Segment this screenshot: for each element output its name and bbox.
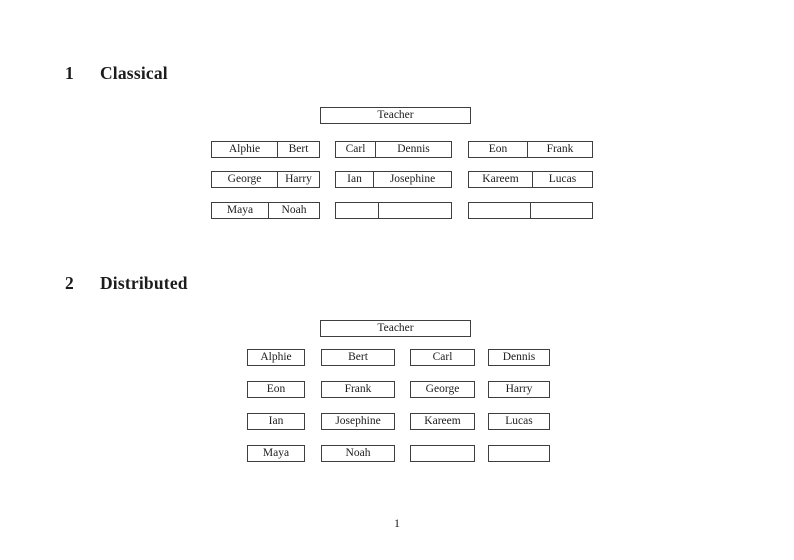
seat-box: Noah [321,445,395,462]
seat-cell: Lucas [548,172,577,185]
section-number: 1 [65,63,74,83]
seat-box: Eon [247,381,305,398]
seat-box: Ian [247,413,305,430]
page-number: 1 [394,516,400,530]
seat-box: Bert [321,349,395,366]
seat-cell: Alphie [212,142,278,157]
seat-cell: Carl [336,142,376,157]
seat-box-empty [410,445,475,462]
desk: Alphie Bert [211,141,320,158]
desk: George Harry [211,171,320,188]
seat-box: Frank [321,381,395,398]
desk-empty [468,202,593,219]
section-heading-distributed: 2 Distributed [65,273,188,293]
seat-cell: Ian [336,172,374,187]
seat-box: Lucas [488,413,550,430]
seat-cell: George [212,172,278,187]
seat-cell: Noah [281,203,307,216]
seat-box: Alphie [247,349,305,366]
section-title: Classical [99,63,168,83]
seat-cell: Dennis [397,142,430,155]
seat-cell: Frank [546,142,574,155]
seat-cell: Maya [212,203,269,218]
seat-cell: Harry [285,172,312,185]
desk: Carl Dennis [335,141,452,158]
desk: Kareem Lucas [468,171,593,188]
seat-box: Maya [247,445,305,462]
teacher-box: Teacher [320,320,471,337]
section-number: 2 [65,273,74,293]
desk: Eon Frank [468,141,593,158]
seat-box-empty [488,445,550,462]
desk: Maya Noah [211,202,320,219]
teacher-label: Teacher [377,108,414,121]
seat-cell-empty [336,203,379,218]
seat-box: Carl [410,349,475,366]
seat-cell: Bert [288,142,309,155]
seat-cell: Eon [469,142,528,157]
seat-box: Harry [488,381,550,398]
seat-cell-empty [531,203,592,218]
desk-empty [335,202,452,219]
seat-cell-empty [379,203,451,218]
seat-box: George [410,381,475,398]
seat-cell: Kareem [469,172,533,187]
section-title: Distributed [99,273,188,293]
seat-cell: Josephine [389,172,436,185]
teacher-box: Teacher [320,107,471,124]
teacher-label: Teacher [377,321,414,334]
section-heading-classical: 1 Classical [65,63,168,83]
seat-box: Josephine [321,413,395,430]
seat-cell-empty [469,203,531,218]
seat-box: Kareem [410,413,475,430]
seat-box: Dennis [488,349,550,366]
desk: Ian Josephine [335,171,452,188]
